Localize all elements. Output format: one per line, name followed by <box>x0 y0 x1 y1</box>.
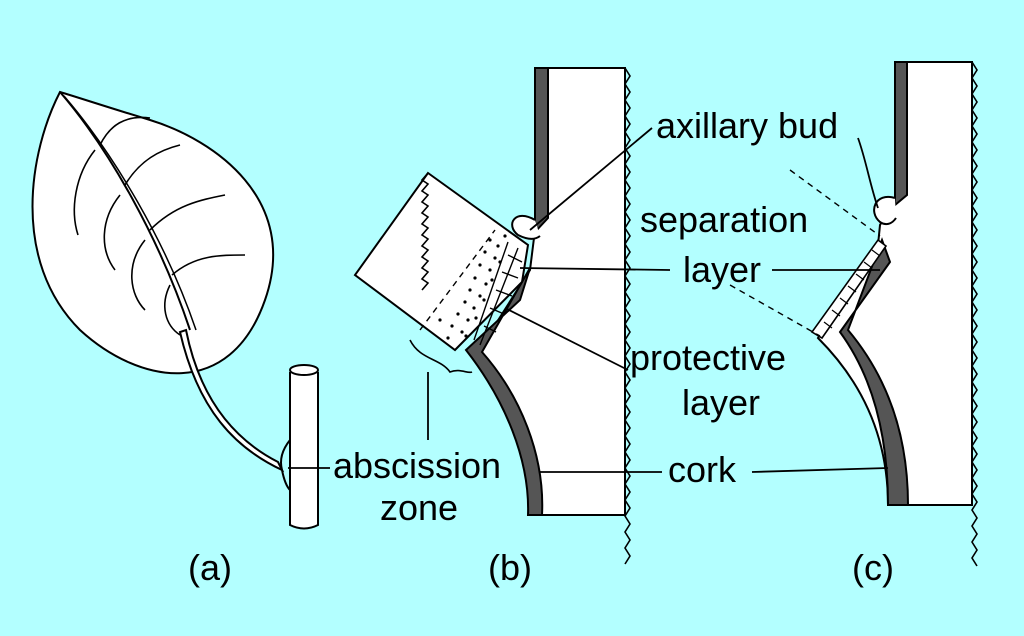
caption-b: (b) <box>488 547 532 588</box>
leader-lines-b <box>288 127 671 473</box>
label-separation-line1: separation <box>640 199 808 240</box>
leaf-veins <box>73 116 246 336</box>
caption-a: (a) <box>188 547 232 588</box>
cork-band-upper-b <box>534 67 549 235</box>
panel-c-section <box>729 61 978 567</box>
label-protective-line2: layer <box>682 382 760 423</box>
petiole-jagged-edge <box>420 172 430 291</box>
cork-band-lower-c <box>838 237 910 506</box>
label-protective-line1: protective <box>630 337 786 378</box>
separation-layer-cells-b <box>473 241 523 346</box>
axillary-bud-c <box>873 195 897 226</box>
stem-b-jagged-edge <box>624 67 631 565</box>
former-petiole-dashed-c <box>729 169 881 337</box>
labels: axillary bud separation layer protective… <box>188 105 894 588</box>
separation-layer-cells-c <box>823 249 881 329</box>
petiole-stump-b <box>353 171 530 352</box>
cork-band-upper-c <box>894 61 908 208</box>
stem-a <box>280 364 319 530</box>
abscission-zone-stipple <box>438 234 507 340</box>
leader-lines-c <box>751 137 889 473</box>
stem-c-jagged-edge <box>971 61 978 567</box>
panel-b-section <box>288 67 671 565</box>
cork-band-lower-b <box>464 267 544 516</box>
label-axillary-bud: axillary bud <box>656 105 838 146</box>
label-cork: cork <box>668 449 737 490</box>
label-abscission-line1: abscission <box>333 445 501 486</box>
label-abscission-line2: zone <box>380 487 458 528</box>
leaf-blade <box>31 90 275 375</box>
label-separation-line2: layer <box>683 249 761 290</box>
leaf-midrib-inner <box>63 95 197 331</box>
abscission-boundary-dashed-b <box>419 229 496 331</box>
panel-a-leaf-diagram <box>31 90 319 530</box>
axillary-bud-b <box>511 214 541 240</box>
caption-c: (c) <box>852 547 894 588</box>
leaf-midrib <box>59 91 191 331</box>
abscission-zone-brace <box>409 339 473 374</box>
